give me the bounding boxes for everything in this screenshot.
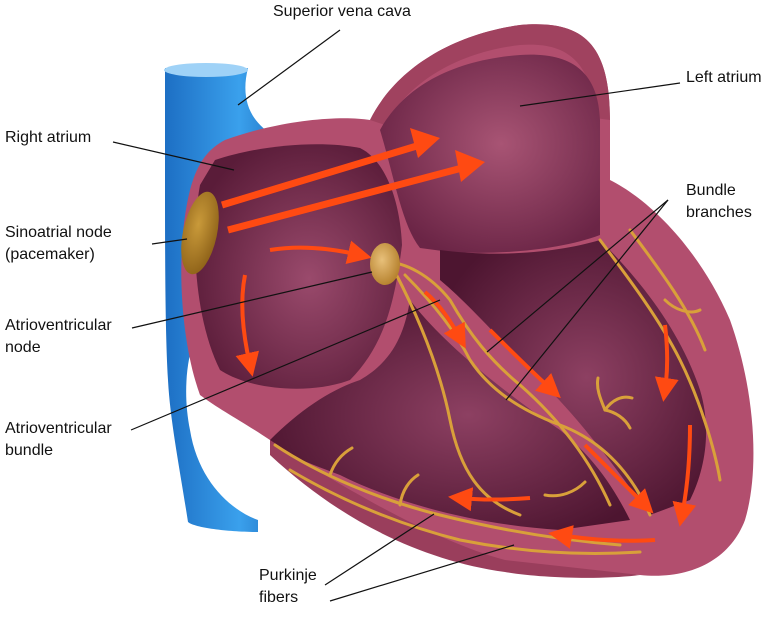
- label-superior-vena-cava: Superior vena cava: [273, 3, 411, 20]
- label-atrioventricular-bundle: Atrioventricular bundle: [5, 420, 112, 459]
- label-purkinje-fibers: Purkinje fibers: [259, 567, 317, 606]
- label-bundle-branches: Bundle branches: [686, 182, 752, 221]
- label-left-atrium: Left atrium: [686, 69, 762, 86]
- label-right-atrium: Right atrium: [5, 129, 92, 146]
- left-atrium-chamber: [380, 54, 600, 253]
- label-sinoatrial-node: Sinoatrial node (pacemaker): [5, 224, 112, 263]
- impulse-arrows: [220, 128, 697, 549]
- right-atrium-chamber: [195, 144, 402, 389]
- leader-lines: [112, 29, 681, 602]
- vena-cava-opening: [164, 63, 248, 77]
- label-atrioventricular-node: Atrioventricular node: [5, 317, 112, 356]
- sinoatrial-node: [181, 191, 219, 275]
- left-ventricle-chamber: [440, 240, 707, 515]
- atrioventricular-node: [370, 243, 400, 285]
